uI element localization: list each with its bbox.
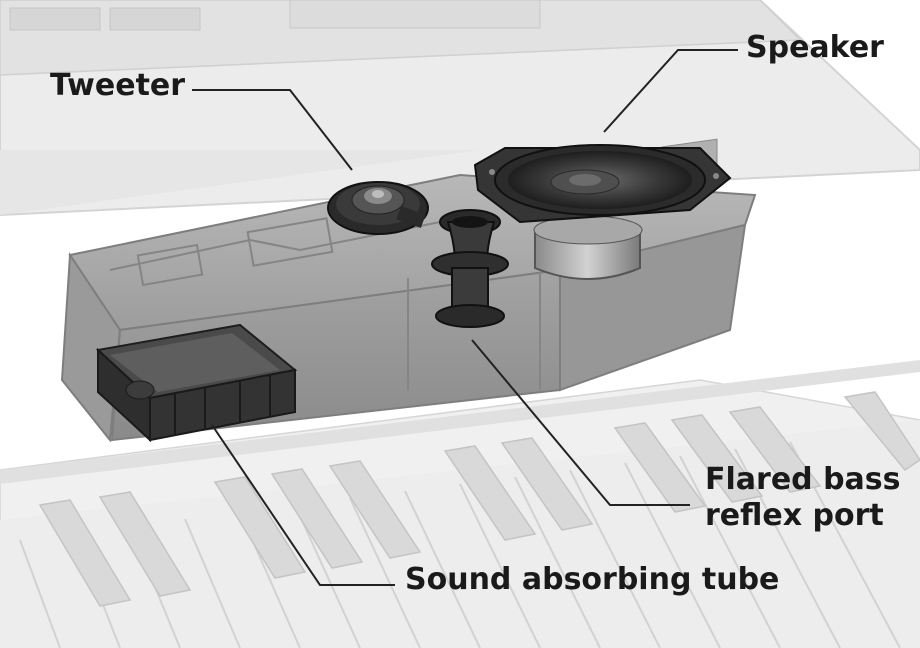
bass-reflex-port-label-line2: reflex port — [705, 498, 884, 533]
port-leader-line — [471, 339, 690, 506]
bass-reflex-port-label: Flared bass reflex port — [705, 462, 901, 534]
tweeter-label: Tweeter — [50, 68, 186, 103]
sound-absorbing-tube — [95, 323, 298, 443]
speaker-leader-line — [603, 49, 738, 133]
speaker-label: Speaker — [746, 30, 884, 65]
tweeter-leader-line — [192, 89, 353, 171]
tube-leader-line — [211, 424, 395, 586]
bass-reflex-port-label-line1: Flared bass — [705, 462, 901, 497]
sound-absorbing-tube-label: Sound absorbing tube — [405, 562, 780, 597]
speaker-unit — [473, 144, 732, 280]
flared-bass-reflex-port — [431, 209, 509, 328]
keyboard-top-panel — [0, 0, 920, 217]
leader-lines — [192, 49, 738, 586]
tweeter-unit — [327, 181, 429, 235]
